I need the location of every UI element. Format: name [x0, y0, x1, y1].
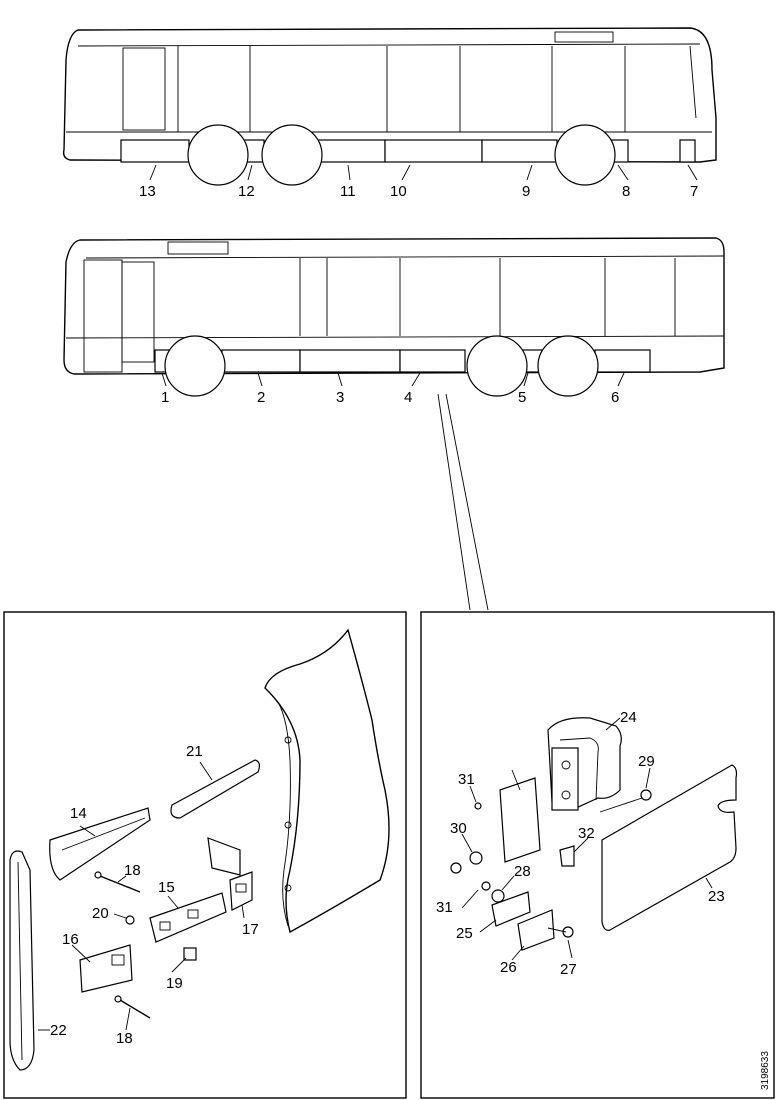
callout-label: 22	[50, 1022, 67, 1039]
callout-label: 7	[690, 183, 698, 200]
callout-label: 10	[390, 183, 407, 200]
callout-label: 18	[116, 1030, 133, 1047]
callout-label: 17	[242, 921, 259, 938]
callout-label: 18	[124, 862, 141, 879]
detail-right-parts	[450, 717, 738, 961]
callout-label: 31	[458, 771, 475, 788]
callout-label: 16	[62, 931, 79, 948]
detail-left-parts	[9, 628, 390, 1071]
callout-label: 30	[450, 820, 467, 837]
callouts-right: 24 31 29 30 32 28 31 23 25 26 27	[436, 709, 725, 978]
callout-label: 29	[638, 753, 655, 770]
drawing-code: 3198633	[760, 1051, 771, 1090]
callout-label: 1	[161, 389, 169, 406]
callout-label: 27	[560, 961, 577, 978]
bus-view-top	[62, 27, 717, 186]
callout-label: 28	[514, 863, 531, 880]
callout-label: 32	[578, 825, 595, 842]
callout-label: 24	[620, 709, 637, 726]
callout-label: 21	[186, 743, 203, 760]
callout-label: 26	[500, 959, 517, 976]
callout-label: 11	[340, 183, 356, 200]
callouts-left: 14 21 18 15 17 20 16 19 18 22	[50, 743, 259, 1047]
callout-label: 25	[456, 925, 473, 942]
callouts-middle: 1 2 3 4 5 6	[161, 389, 619, 406]
callout-label: 9	[522, 183, 530, 200]
callout-label: 15	[158, 879, 175, 896]
callout-label: 19	[166, 975, 183, 992]
callout-label: 23	[708, 888, 725, 905]
callout-label: 14	[70, 805, 87, 822]
callouts-top: 13 12 11 10 9 8 7	[139, 183, 698, 200]
detail-box-right	[420, 611, 775, 1099]
callout-label: 2	[257, 389, 265, 406]
callout-label: 3	[336, 389, 344, 406]
callout-label: 20	[92, 905, 109, 922]
callout-label: 4	[404, 389, 412, 406]
callout-label: 12	[238, 183, 255, 200]
callout-label: 31	[436, 899, 453, 916]
bus-view-middle	[63, 237, 725, 611]
callout-label: 13	[139, 183, 156, 200]
detail-box-left	[3, 611, 407, 1099]
callout-label: 6	[611, 389, 619, 406]
callout-label: 5	[518, 389, 526, 406]
callout-label: 8	[622, 183, 630, 200]
